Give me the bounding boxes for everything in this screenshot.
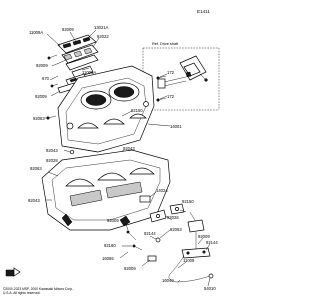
part-label-92160: 92160	[104, 243, 116, 248]
part-label-16065: 16065	[102, 256, 114, 261]
part-label-92063-c: 92063	[170, 227, 182, 232]
part-label-172-b: 172	[167, 94, 175, 99]
part-label-172: 172	[167, 70, 175, 75]
part-label-92022: 92022	[97, 34, 109, 39]
part-label-92144: 92144	[144, 231, 156, 236]
part-label-670: 670	[42, 76, 50, 81]
part-label-92150: 92150	[131, 108, 143, 113]
part-label-92150-b: 92150	[182, 199, 194, 204]
part-label-92028: 92028	[46, 158, 58, 163]
part-label-11009: 11009	[183, 258, 195, 263]
part-label-16049: 16049	[162, 278, 174, 283]
copyright-line-2: U.S.A. All rights reserved.	[3, 291, 41, 295]
part-label-14024: 14024	[156, 188, 168, 193]
copyright-line-1: ©2000-2023 MSP, 2000 Kawasaki Motors Cor…	[3, 287, 74, 291]
part-label-92026: 92026	[167, 215, 179, 220]
crankcase-bolts	[46, 75, 167, 120]
part-label-92009-b: 92009	[36, 63, 48, 68]
crankcase-upper	[57, 65, 155, 153]
part-label-92009: 92009	[62, 27, 74, 32]
drive-shaft-reference	[142, 47, 220, 111]
part-label-92009-e: 92009	[124, 266, 136, 271]
reed-valve-assembly	[57, 34, 99, 94]
part-label-92063-b: 92063	[30, 166, 42, 171]
corner-mark	[5, 267, 21, 277]
part-label-54010: 54010	[204, 286, 216, 291]
diagram-code: E1411	[197, 9, 210, 14]
lower-right-parts	[126, 203, 214, 283]
copyright-footer: ©2000-2023 MSP, 2000 Kawasaki Motors Cor…	[3, 287, 183, 295]
part-label-92043-b: 92043	[123, 146, 135, 151]
part-label-92043: 92043	[46, 148, 58, 153]
part-label-92009-d: 92009	[107, 218, 119, 223]
part-label-92144-b: 92144	[206, 240, 218, 245]
part-label-92063: 92063	[33, 116, 45, 121]
exploded-parts-diagram: E1411 11009A 92009 13021A 92022 11009A 9…	[5, 9, 220, 291]
crankcase-lower	[41, 149, 171, 231]
ref-drive-shaft-label: Ref. Drive shaft	[152, 42, 179, 46]
part-label-11009A: 11009A	[29, 30, 43, 35]
part-label-14001: 14001	[170, 124, 182, 129]
part-label-92009-c: 92009	[35, 94, 47, 99]
valve-bolts	[47, 54, 59, 88]
part-label-92043-c: 92043	[28, 198, 40, 203]
parts-diagram-page: E1411 11009A 92009 13021A 92022 11009A 9…	[3, 9, 220, 295]
part-label-11009A-b: 11009A	[82, 70, 96, 75]
part-label-13021A: 13021A	[94, 25, 109, 30]
part-label-92009-f: 92009	[198, 234, 210, 239]
